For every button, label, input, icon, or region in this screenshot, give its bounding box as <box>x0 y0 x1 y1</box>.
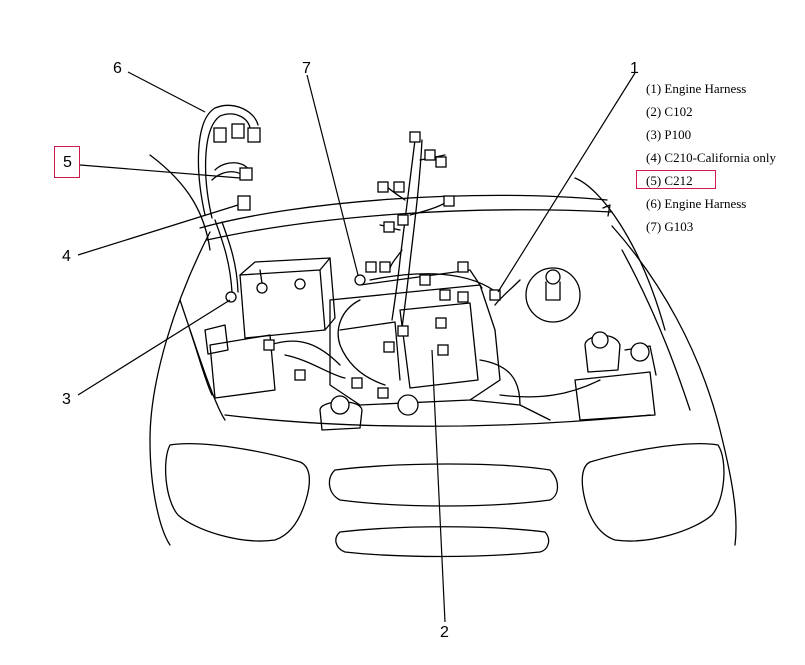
legend-item-2: (2) C102 <box>646 104 693 119</box>
legend-item-1: (1) Engine Harness <box>646 81 747 96</box>
callout-7: 7 <box>302 60 311 77</box>
callout-3: 3 <box>62 391 71 408</box>
legend-item-4: (4) C210-California only <box>646 150 776 165</box>
callout-1: 1 <box>630 60 639 77</box>
legend-item-6: (6) Engine Harness <box>646 196 747 211</box>
grille <box>328 463 559 558</box>
highlight-legend-5 <box>636 170 716 189</box>
leader-lines <box>77 71 636 623</box>
callout-5: 5 <box>63 154 72 171</box>
battery <box>239 257 336 339</box>
headlight-right <box>581 443 725 542</box>
engine-harness-6 <box>197 104 366 303</box>
connector <box>263 131 501 399</box>
wire-harness <box>269 139 601 398</box>
headlight-left <box>164 443 311 542</box>
legend-item-5: (5) C212 <box>646 173 693 188</box>
legend-item-7: (7) G103 <box>646 219 694 234</box>
engine-block <box>329 269 551 421</box>
callout-6: 6 <box>113 60 122 77</box>
radiator-cap <box>319 394 419 431</box>
callout-2: 2 <box>440 624 449 641</box>
highlight-callout-5 <box>54 146 80 178</box>
brake-fluid-reservoir <box>574 331 657 421</box>
relay-box-left <box>204 324 276 399</box>
vehicle-body-outline <box>149 225 737 546</box>
hood-outline <box>149 154 666 331</box>
legend-item-3: (3) P100 <box>646 127 692 142</box>
coolant-reservoir <box>525 267 581 323</box>
callout-4: 4 <box>62 248 71 265</box>
